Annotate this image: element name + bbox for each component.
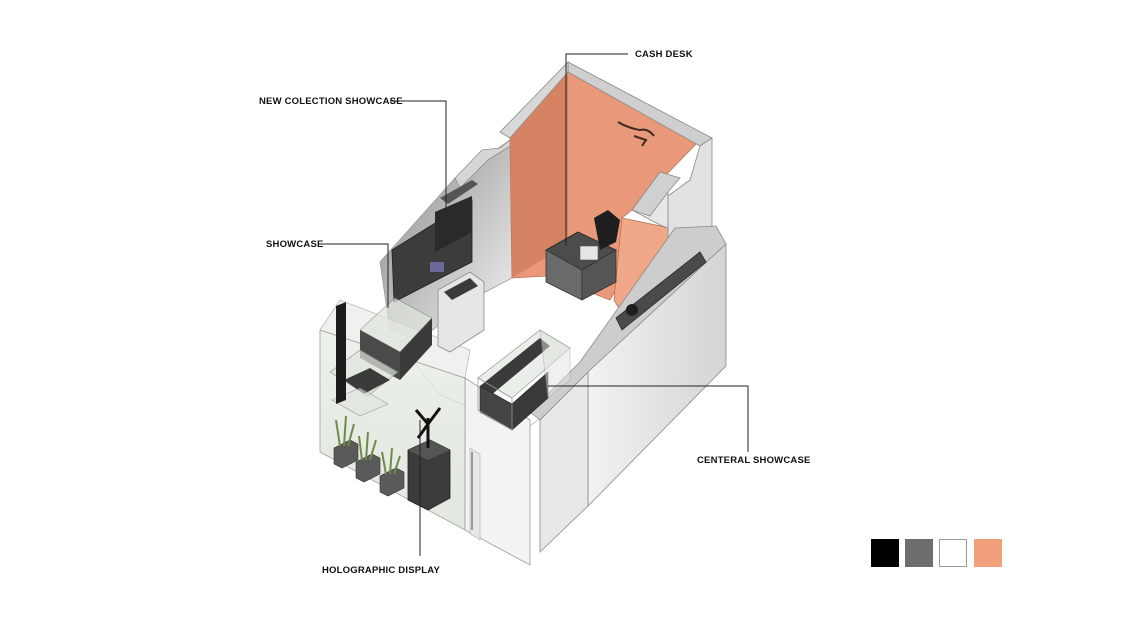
cash-desk xyxy=(545,210,638,316)
palette-swatch-white xyxy=(939,539,967,567)
label-new-collection-showcase: NEW COLECTION SHOWCASE xyxy=(259,96,403,107)
label-showcase: SHOWCASE xyxy=(266,239,324,250)
palette-swatch-salmon xyxy=(974,539,1002,567)
wall-top-back-left xyxy=(499,61,569,139)
leader-cash-desk xyxy=(565,53,628,246)
leader-lines xyxy=(322,53,749,556)
leader-showcase xyxy=(322,243,389,308)
wall-logo xyxy=(617,121,655,147)
showcase xyxy=(329,271,485,417)
central-showcase xyxy=(477,329,571,431)
planters xyxy=(333,415,405,497)
leader-central xyxy=(548,385,749,452)
palette-swatch-grey xyxy=(905,539,933,567)
palette-swatch-black xyxy=(871,539,899,567)
label-central-showcase: CENTERAL SHOWCASE xyxy=(697,455,811,466)
wall-bench xyxy=(615,251,707,331)
leader-new-collection xyxy=(390,100,447,214)
accent-wall-shade xyxy=(510,72,568,278)
column-top xyxy=(631,171,681,217)
label-cash-desk: CASH DESK xyxy=(635,49,693,60)
label-holographic-display: HOLOGRAPHIC DISPLAY xyxy=(322,565,440,576)
new-collection-showcase xyxy=(391,180,478,303)
